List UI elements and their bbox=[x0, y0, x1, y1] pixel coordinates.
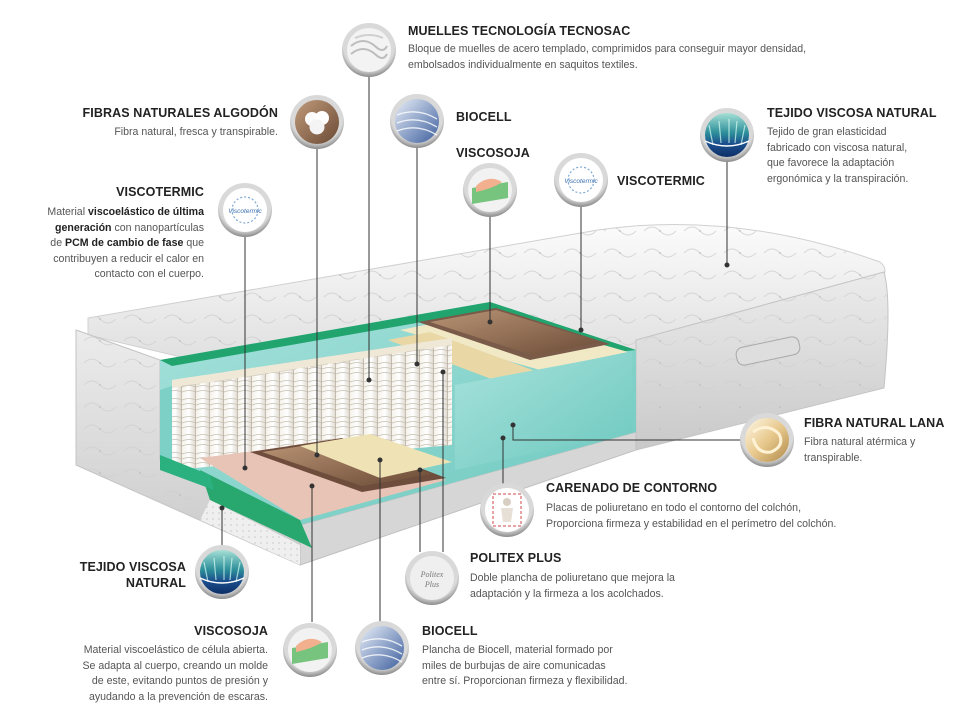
leader-lines bbox=[221, 75, 740, 622]
desc-bold: generación bbox=[55, 221, 112, 234]
desc-bold: viscoelástico de última bbox=[88, 206, 204, 218]
biocell-icon bbox=[355, 621, 409, 675]
callout-viscotermic-left-title: VISCOTERMIC bbox=[116, 185, 204, 199]
callout-tejido-top-title: TEJIDO VISCOSA NATURAL bbox=[767, 106, 937, 120]
svg-text:Politex: Politex bbox=[420, 570, 444, 579]
callout-viscosoja-bottom-desc-line: ayudando a la prevención de escaras. bbox=[88, 690, 268, 703]
desc-text: con nanopartículas bbox=[111, 221, 204, 234]
callout-lana-desc-line: Fibra natural atérmica y bbox=[804, 436, 916, 448]
callout-tejido-top-desc: Tejido de gran elasticidad fabricado con… bbox=[767, 125, 947, 187]
callout-fibras-desc: Fibra natural, fresca y transpirable. bbox=[114, 126, 278, 138]
callout-viscotermic-mid-title: VISCOTERMIC bbox=[617, 174, 705, 188]
viscosoja-icon bbox=[283, 623, 337, 677]
callout-lana-desc-line: transpirable. bbox=[804, 451, 863, 464]
callout-biocell-bottom-desc-line: entre sí. Proporcionan firmeza y flexibi… bbox=[422, 675, 628, 687]
callout-politex-title: POLITEX PLUS bbox=[470, 551, 562, 565]
desc-text: Material bbox=[47, 206, 88, 218]
callout-viscosoja-bottom-desc-line: Se adapta al cuerpo, creando un molde bbox=[82, 659, 268, 672]
callout-tejido-top-desc-line: Tejido de gran elasticidad bbox=[767, 126, 887, 138]
layer-viscosa-bottom bbox=[200, 470, 312, 548]
callout-politex-desc-line: adaptación y la firmeza a los acolchados… bbox=[470, 587, 664, 600]
viscosa-fabric-icon bbox=[195, 545, 249, 599]
callout-viscosoja-bottom-desc-line: Material viscoelástico de célula abierta… bbox=[83, 644, 268, 656]
callout-tejido-bottom-title: TEJIDO VISCOSA NATURAL bbox=[80, 559, 186, 591]
callout-carenado-desc: Placas de poliuretano en todo el contorn… bbox=[546, 501, 906, 532]
callout-tejido-top-desc-line: que favorece la adaptación bbox=[767, 157, 895, 169]
leader-dots bbox=[219, 262, 730, 511]
desc-bold: PCM de cambio de fase bbox=[65, 237, 184, 249]
desc-text: contacto con el cuerpo. bbox=[94, 268, 204, 280]
callout-politex-desc-line: Doble plancha de poliuretano que mejora … bbox=[470, 572, 675, 584]
desc-text: contribuyen a reducir el calor en bbox=[53, 252, 204, 265]
desc-text: que bbox=[183, 237, 204, 249]
callout-politex-desc: Doble plancha de poliuretano que mejora … bbox=[470, 571, 770, 602]
callout-biocell-top-title: BIOCELL bbox=[456, 110, 512, 124]
callout-carenado-title: CARENADO DE CONTORNO bbox=[546, 481, 718, 495]
callout-viscosoja-bottom-desc-line: de este, evitando puntos de presión y bbox=[91, 675, 268, 687]
callout-muelles-desc-line: embolsados individualmente en saquitos t… bbox=[408, 58, 638, 71]
callout-carenado-desc-line: Placas de poliuretano en todo el contorn… bbox=[546, 502, 802, 514]
callout-muelles-desc-line: Bloque de muelles de acero templado, com… bbox=[408, 43, 807, 55]
svg-text:Viscotermic: Viscotermic bbox=[564, 178, 598, 185]
callout-biocell-bottom-desc-line: Plancha de Biocell, material formado por bbox=[422, 644, 613, 656]
callout-tejido-bottom-title-line: TEJIDO VISCOSA bbox=[79, 560, 186, 574]
callout-viscosoja-bottom-title: VISCOSOJA bbox=[194, 624, 268, 638]
callout-biocell-bottom-desc-line: miles de burbujas de aire comunicadas bbox=[422, 659, 606, 672]
viscosoja-icon bbox=[463, 163, 517, 217]
callout-tejido-bottom-title-line: NATURAL bbox=[125, 576, 186, 590]
callout-lana-title: FIBRA NATURAL LANA bbox=[804, 416, 945, 430]
callout-lana-desc: Fibra natural atérmica y transpirable. bbox=[804, 435, 954, 466]
viscotermic-icon: Viscotermic bbox=[554, 153, 608, 207]
callout-tejido-top-desc-line: fabricado con viscosa natural, bbox=[767, 141, 908, 154]
callout-viscosoja-bottom-desc: Material viscoelástico de célula abierta… bbox=[28, 643, 268, 705]
callout-viscosoja-top-title: VISCOSOJA bbox=[456, 146, 530, 160]
spring-coil-icon bbox=[342, 23, 396, 77]
mattress-handle bbox=[735, 336, 801, 366]
callout-fibras-title: FIBRAS NATURALES ALGODÓN bbox=[82, 106, 278, 120]
viscosa-fabric-icon bbox=[700, 108, 754, 162]
layer-biocell-bottom bbox=[300, 434, 452, 478]
biocell-icon bbox=[390, 94, 444, 148]
callout-biocell-bottom-title: BIOCELL bbox=[422, 624, 478, 638]
desc-text: de bbox=[50, 237, 66, 249]
callout-muelles-desc: Bloque de muelles de acero templado, com… bbox=[408, 42, 848, 73]
wool-icon bbox=[740, 413, 794, 467]
mattress bbox=[75, 223, 889, 566]
svg-text:Plus: Plus bbox=[424, 580, 439, 589]
politex-icon: Politex Plus bbox=[405, 551, 459, 605]
callout-muelles-title: MUELLES TECNOLOGÍA TECNOSAC bbox=[408, 24, 631, 38]
callout-biocell-bottom-desc: Plancha de Biocell, material formado por… bbox=[422, 643, 662, 690]
layer-foam-left bbox=[160, 386, 172, 470]
viscotermic-icon: Viscotermic bbox=[218, 183, 272, 237]
callout-viscotermic-left-desc: Material viscoelástico de última generac… bbox=[4, 205, 204, 283]
cotton-icon bbox=[290, 95, 344, 149]
svg-text:Viscotermic: Viscotermic bbox=[228, 208, 262, 215]
contour-icon bbox=[480, 483, 534, 537]
callout-carenado-desc-line: Proporciona firmeza y estabilidad en el … bbox=[546, 517, 837, 530]
callout-tejido-top-desc-line: ergonómica y la transpiración. bbox=[767, 172, 909, 185]
